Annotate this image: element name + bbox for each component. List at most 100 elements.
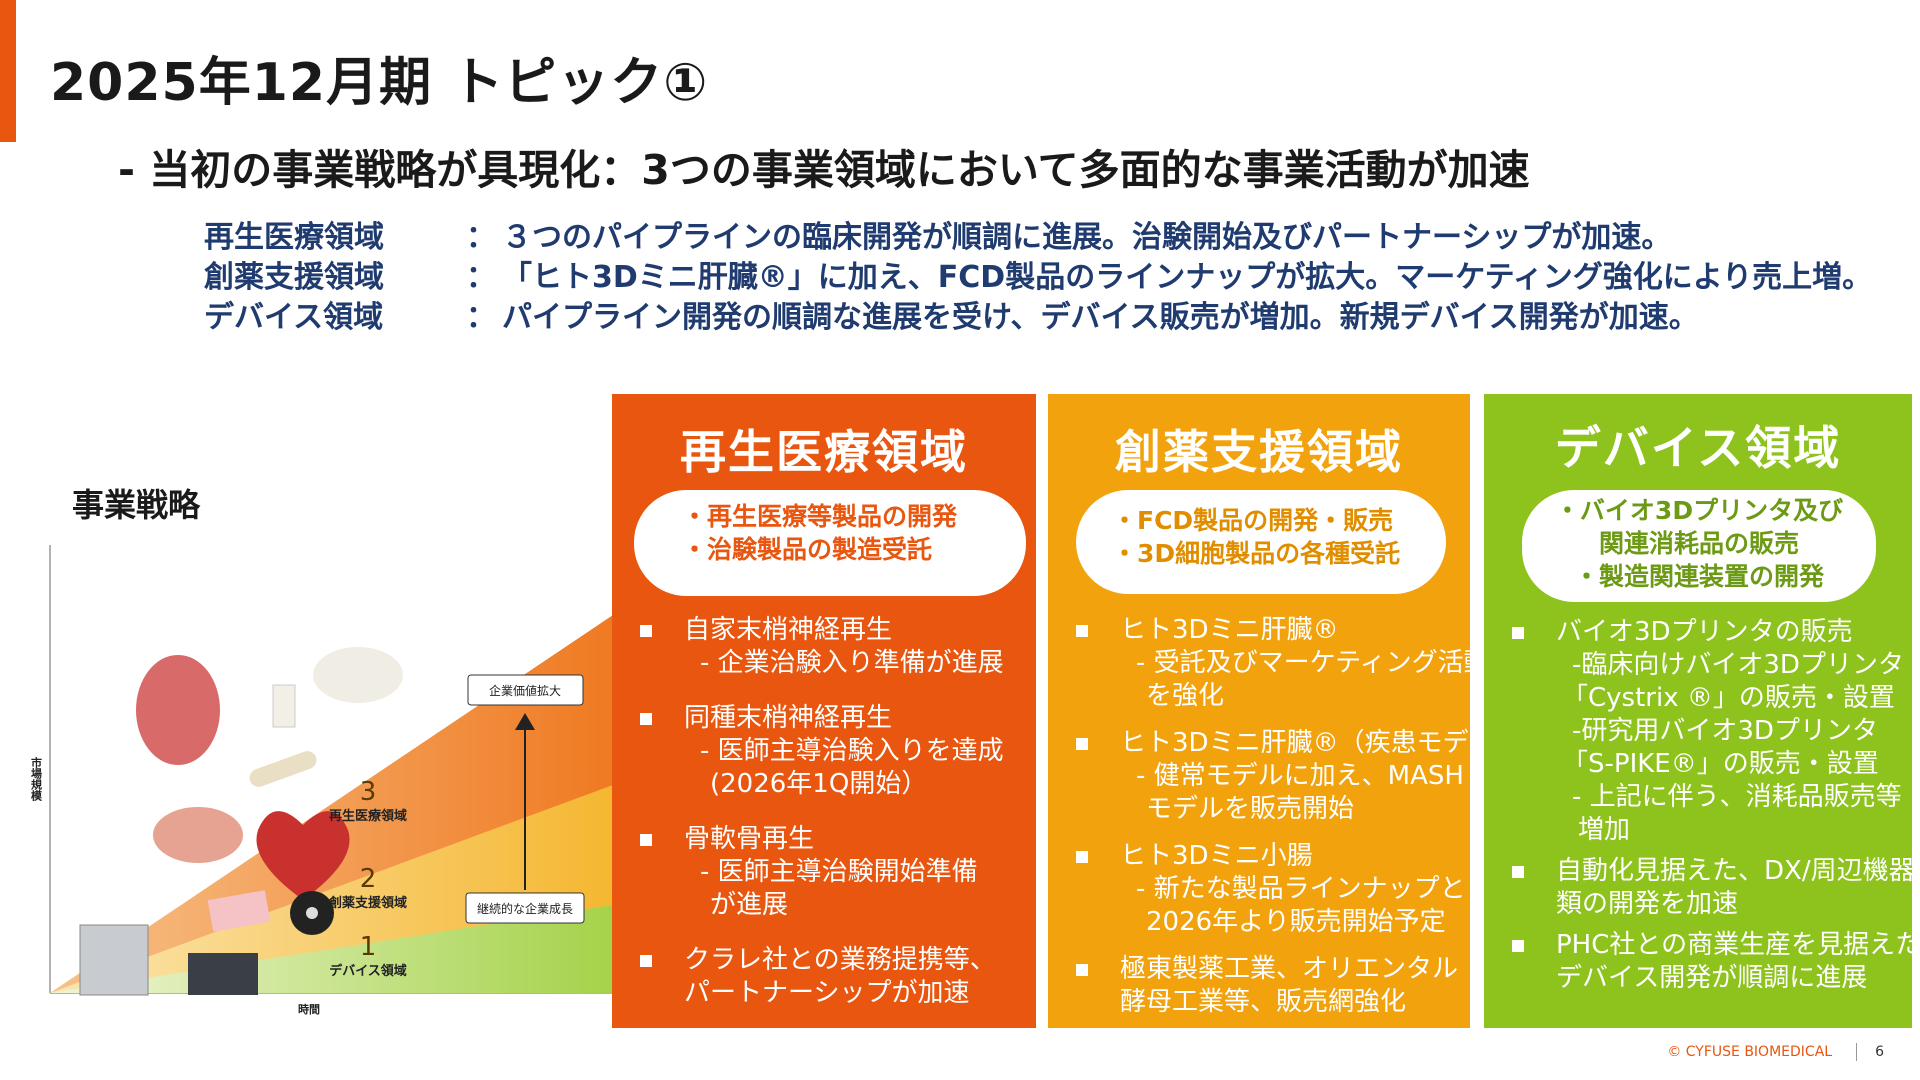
list-item: ヒト3Dミニ肝臓®（疾患モデル） - 健常モデルに加え、MASH モデルを販売開… <box>1072 727 1521 826</box>
summary-text: 「ヒト3Dミニ肝臓®」に加え、FCD製品のラインナップが拡大。マーケティング強化… <box>502 260 1873 295</box>
list-item: クラレ社との業務提携等、 パートナーシップが加速 <box>636 944 1030 1010</box>
footer: © CYFUSE BIOMEDICAL 6 <box>1667 1043 1884 1061</box>
top-box-label: 企業価値拡大 <box>489 683 561 698</box>
square-bullet-icon <box>1076 964 1088 976</box>
panel-drug-discovery: 創薬支援領域 ・FCD製品の開発・販売 ・3D細胞製品の各種受託 ヒト3Dミニ肝… <box>1048 394 1542 1028</box>
panel-items: ヒト3Dミニ肝臓® - 受託及びマーケティング活動 を強化 ヒト3Dミニ肝臓®（… <box>1072 614 1542 1019</box>
list-item: バイオ3Dプリンタの販売 -臨床向けバイオ3Dプリンタ 「Cystrix ®」の… <box>1508 616 1906 847</box>
item-heading: 自動化見据えた、DX/周辺機器 <box>1556 856 1915 886</box>
panel-scope-pill: ・再生医療等製品の開発 ・治験製品の製造受託 <box>634 490 1026 596</box>
item-detail: 「Cystrix ®」の販売・設置 <box>1562 683 1895 713</box>
item-detail: - 医師主導治験開始準備 <box>700 857 978 887</box>
summary-separator: ： <box>466 260 496 295</box>
item-heading: ヒト3Dミニ肝臓®（疾患モデル） <box>1120 728 1521 758</box>
square-bullet-icon <box>640 834 652 846</box>
list-item: 自動化見据えた、DX/周辺機器 類の開発を加速 <box>1508 855 1915 921</box>
item-heading: 酵母工業等、販売網強化 <box>1120 987 1407 1017</box>
square-bullet-icon <box>640 625 652 637</box>
x-axis-label: 時間 <box>298 1002 320 1015</box>
tube-illustration <box>272 684 296 728</box>
black-disc-hole <box>306 907 318 919</box>
level-name-2: 創薬支援領域 <box>328 895 407 911</box>
list-item: ヒト3Dミニ肝臓® - 受託及びマーケティング活動 を強化 <box>1072 614 1490 713</box>
item-detail: を強化 <box>1146 681 1225 711</box>
list-item: 極東製薬工業、オリエンタル 酵母工業等、販売網強化 <box>1072 953 1464 1019</box>
level-name-3: 再生医療領域 <box>329 808 407 824</box>
item-detail: -臨床向けバイオ3Dプリンタ <box>1572 650 1904 680</box>
list-item: ヒト3Dミニ小腸 - 新たな製品ラインナップとして、 2026年より販売開始予定 <box>1072 840 1542 939</box>
cell-plate-illustration <box>207 890 271 932</box>
panel-title: デバイス領域 <box>1554 421 1842 475</box>
item-detail: - 健常モデルに加え、MASH <box>1136 761 1464 791</box>
item-detail: - 受託及びマーケティング活動 <box>1136 648 1490 678</box>
square-bullet-icon <box>1512 866 1524 878</box>
accent-bar <box>0 0 16 142</box>
pill-line: ・バイオ3Dプリンタ及び <box>1554 496 1844 525</box>
summary-text: ３つのパイプラインの臨床開発が順調に進展。治験開始及びパートナーシップが加速。 <box>502 220 1672 255</box>
item-heading: ヒト3Dミニ小腸 <box>1120 841 1313 871</box>
page-subtitle: - 当初の事業戦略が具現化：3つの事業領域において多面的な事業活動が加速 <box>118 146 1530 194</box>
pill-line: ・3D細胞製品の各種受託 <box>1112 539 1401 568</box>
pill-line: 関連消耗品の販売 <box>1598 529 1799 558</box>
top-box <box>467 674 584 706</box>
strategy-diagram: 3 再生医療領域 2 創薬支援領域 1 デバイス領域 企業価値拡大 継続的な企業… <box>30 545 613 1015</box>
item-heading: デバイス開発が順調に進展 <box>1556 963 1868 993</box>
growth-arrow-head <box>515 713 535 730</box>
copyright: © CYFUSE BIOMEDICAL <box>1667 1044 1833 1060</box>
bottom-box <box>465 892 585 924</box>
heart-illustration <box>256 811 350 900</box>
item-detail: 増加 <box>1578 815 1631 845</box>
item-heading: 同種末梢神経再生 <box>684 703 893 733</box>
item-heading: パートナーシップが加速 <box>684 978 970 1008</box>
level-number-1: 1 <box>360 932 377 962</box>
level-number-2: 2 <box>360 864 377 894</box>
item-heading: クラレ社との業務提携等、 <box>684 945 996 975</box>
item-heading: バイオ3Dプリンタの販売 <box>1556 617 1853 647</box>
panel-title: 創薬支援領域 <box>1115 425 1403 479</box>
square-bullet-icon <box>640 955 652 967</box>
page-number: 6 <box>1875 1044 1884 1060</box>
panel-items: 自家末梢神経再生 - 企業治験入り準備が進展 同種末梢神経再生 - 医師主導治験… <box>636 614 1030 1010</box>
pill-line: ・FCD製品の開発・販売 <box>1112 506 1394 535</box>
summary-separator: ： <box>466 300 496 335</box>
item-detail: - 上記に伴う、消耗品販売等 <box>1572 782 1902 812</box>
list-item: 自家末梢神経再生 - 企業治験入り準備が進展 <box>636 614 1030 680</box>
item-detail: - 新たな製品ラインナップとして、 <box>1136 874 1542 904</box>
item-heading: 骨軟骨再生 <box>684 824 815 854</box>
strategy-label: 事業戦略 <box>72 486 201 524</box>
square-bullet-icon <box>1512 627 1524 639</box>
summary-label: デバイス領域 <box>204 300 384 335</box>
summary-row: 再生医療領域 ： ３つのパイプラインの臨床開発が順調に進展。治験開始及びパートナ… <box>204 218 1872 258</box>
square-bullet-icon <box>1076 738 1088 750</box>
item-detail: が進展 <box>710 890 789 920</box>
pill-line: ・再生医療等製品の開発 <box>682 502 958 531</box>
item-heading: 極東製薬工業、オリエンタル <box>1120 954 1459 984</box>
nerve-tube-illustration <box>249 751 317 787</box>
summary-label: 創薬支援領域 <box>204 260 384 295</box>
item-heading: ヒト3Dミニ肝臓® <box>1120 615 1339 645</box>
list-item: 骨軟骨再生 - 医師主導治験開始準備 が進展 <box>636 823 1030 922</box>
panel-scope-pill: ・FCD製品の開発・販売 ・3D細胞製品の各種受託 <box>1076 490 1446 594</box>
footer-divider <box>1856 1043 1858 1061</box>
square-bullet-icon <box>1076 851 1088 863</box>
pill-line: ・製造関連装置の開発 <box>1573 562 1824 591</box>
summary-row: 創薬支援領域 ： 「ヒト3Dミニ肝臓®」に加え、FCD製品のラインナップが拡大。… <box>204 258 1872 298</box>
summary-row: デバイス領域 ： パイプライン開発の順調な進展を受け、デバイス販売が増加。新規デ… <box>204 298 1872 338</box>
item-detail: - 医師主導治験入りを達成 <box>700 736 1004 766</box>
square-bullet-icon <box>1076 625 1088 637</box>
item-detail: モデルを販売開始 <box>1146 794 1355 824</box>
bioprinter-illustration <box>79 924 149 996</box>
page-title: 2025年12月期 トピック① <box>50 53 709 113</box>
summary-text: パイプライン開発の順調な進展を受け、デバイス販売が増加。新規デバイス開発が加速。 <box>502 300 1699 335</box>
pill-line: ・治験製品の製造受託 <box>682 535 933 564</box>
summary-label: 再生医療領域 <box>204 220 384 255</box>
square-bullet-icon <box>1512 940 1524 952</box>
item-detail: - 企業治験入り準備が進展 <box>700 648 1004 678</box>
panel-scope-pill: ・バイオ3Dプリンタ及び 関連消耗品の販売 ・製造関連装置の開発 <box>1522 490 1876 602</box>
item-detail: -研究用バイオ3Dプリンタ <box>1572 716 1878 746</box>
list-item: PHC社との商業生産を見据えた デバイス開発が順調に進展 <box>1508 929 1920 995</box>
panel-regenerative: 再生医療領域 ・再生医療等製品の開発 ・治験製品の製造受託 自家末梢神経再生 -… <box>612 394 1036 1028</box>
level-number-3: 3 <box>360 777 377 807</box>
item-detail: 2026年より販売開始予定 <box>1146 907 1446 937</box>
square-bullet-icon <box>640 713 652 725</box>
